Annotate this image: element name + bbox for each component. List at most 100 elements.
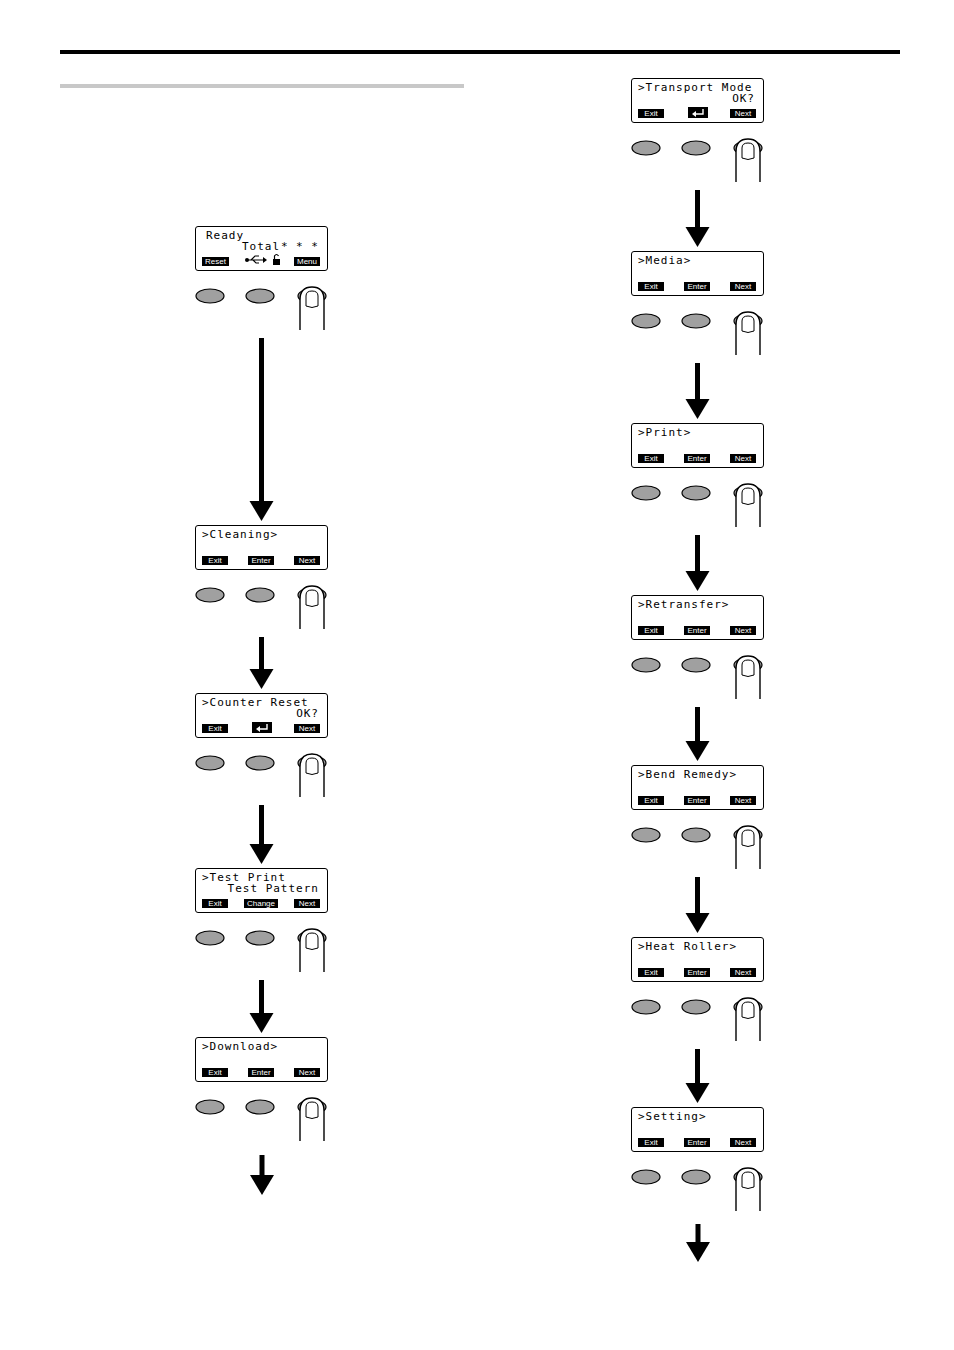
soft-key-label: Enter	[248, 556, 274, 565]
display-text: >Setting>	[638, 1111, 707, 1123]
arrow-shaft	[695, 190, 700, 229]
lcd-display: >Retransfer>ExitEnterNext	[631, 595, 764, 640]
display-text: OK?	[296, 708, 319, 720]
arrow-head	[250, 1013, 274, 1033]
fingernail	[306, 590, 318, 607]
soft-key-label: Exit	[638, 282, 664, 291]
soft-key-label: Exit	[638, 454, 664, 463]
lcd-display: >Setting>ExitEnterNext	[631, 1107, 764, 1152]
arrow-head	[686, 1083, 710, 1103]
fingernail	[742, 143, 754, 160]
panel-button	[632, 1170, 660, 1184]
arrow-shaft	[695, 535, 700, 573]
panel-button	[682, 658, 710, 672]
flow-arrow	[250, 805, 274, 864]
lcd-screen-step: >Retransfer>ExitEnterNext	[631, 595, 764, 701]
display-text: >Heat Roller>	[638, 941, 737, 953]
lcd-screen-step: >Download>ExitEnterNext	[195, 1037, 328, 1143]
lcd-screen-step: >Bend Remedy>ExitEnterNext	[631, 765, 764, 871]
display-text: >Download>	[202, 1041, 278, 1053]
flow-arrow	[250, 980, 274, 1033]
panel-button	[196, 931, 224, 945]
panel-button	[632, 486, 660, 500]
arrow-head	[686, 913, 710, 933]
continuation-arrow	[250, 1155, 274, 1195]
panel-button	[196, 289, 224, 303]
soft-key-label: Next	[730, 1138, 756, 1147]
lcd-screen-step: >Test PrintTest PatternExitChangeNext	[195, 868, 328, 974]
flow-arrow	[686, 877, 710, 933]
fingernail	[306, 933, 318, 950]
enter-key-icon	[688, 107, 708, 119]
panel-button	[246, 756, 274, 770]
arrow-head	[686, 399, 710, 419]
panel-button	[196, 756, 224, 770]
display-text: Ready	[206, 230, 244, 242]
soft-key-label: Next	[730, 968, 756, 977]
finger	[300, 586, 324, 629]
soft-key-label: Enter	[684, 282, 710, 291]
section-bar	[60, 84, 464, 88]
fingernail	[306, 758, 318, 775]
panel-button	[682, 1170, 710, 1184]
finger	[736, 484, 760, 527]
panel-button	[632, 1000, 660, 1014]
finger	[736, 998, 760, 1041]
finger	[300, 287, 324, 330]
flow-arrow	[686, 1049, 710, 1103]
display-text: >Cleaning>	[202, 529, 278, 541]
soft-key-label: Enter	[684, 796, 710, 805]
soft-key-label: Enter	[684, 626, 710, 635]
arrow-head	[250, 669, 274, 689]
soft-key-label: Next	[294, 724, 320, 733]
arrow-shaft	[259, 637, 264, 671]
finger	[736, 312, 760, 355]
fingernail	[306, 1102, 318, 1119]
soft-key-label: Enter	[684, 968, 710, 977]
panel-button	[682, 314, 710, 328]
display-text: OK?	[732, 93, 755, 105]
fingernail	[742, 660, 754, 677]
enter-key-icon	[252, 722, 272, 734]
display-text: Total	[242, 241, 280, 253]
soft-key-label: Exit	[202, 724, 228, 733]
panel-button	[682, 1000, 710, 1014]
fingernail	[306, 291, 318, 308]
arrow-head	[686, 571, 710, 591]
flow-arrow	[250, 637, 274, 689]
soft-key-label: Menu	[294, 257, 320, 266]
lcd-screen-step: >Counter ResetOK?ExitNext	[195, 693, 328, 799]
display-text: >Bend Remedy>	[638, 769, 737, 781]
continuation-arrow	[686, 1224, 710, 1262]
lcd-screen-step: >Setting>ExitEnterNext	[631, 1107, 764, 1213]
arrow-shaft	[695, 877, 700, 915]
arrow-shaft	[259, 805, 264, 846]
finger	[736, 826, 760, 869]
panel-button	[682, 141, 710, 155]
display-text: >Media>	[638, 255, 691, 267]
soft-key-label: Next	[730, 454, 756, 463]
flow-arrow	[686, 190, 710, 247]
soft-key-label: Enter	[684, 1138, 710, 1147]
display-text: >Retransfer>	[638, 599, 729, 611]
soft-key-label: Exit	[638, 796, 664, 805]
finger	[736, 1168, 760, 1211]
soft-key-label: Next	[730, 109, 756, 118]
lcd-screen-step: >Print>ExitEnterNext	[631, 423, 764, 529]
finger	[300, 754, 324, 797]
soft-key-label: Exit	[638, 626, 664, 635]
display-text: * * *	[281, 241, 319, 253]
lcd-screen-step: >Transport ModeOK?ExitNext	[631, 78, 764, 184]
lcd-display: >Transport ModeOK?ExitNext	[631, 78, 764, 123]
panel-button	[246, 931, 274, 945]
arrow-head	[250, 501, 274, 521]
display-text: >Print>	[638, 427, 691, 439]
top-rule	[60, 50, 900, 54]
finger	[300, 1098, 324, 1141]
lcd-screen-step: ReadyTotal* * *ResetMenu	[195, 226, 328, 332]
panel-button	[246, 289, 274, 303]
arrow-shaft	[259, 338, 264, 503]
fingernail	[742, 1172, 754, 1189]
usb-lock-icons	[243, 252, 283, 266]
